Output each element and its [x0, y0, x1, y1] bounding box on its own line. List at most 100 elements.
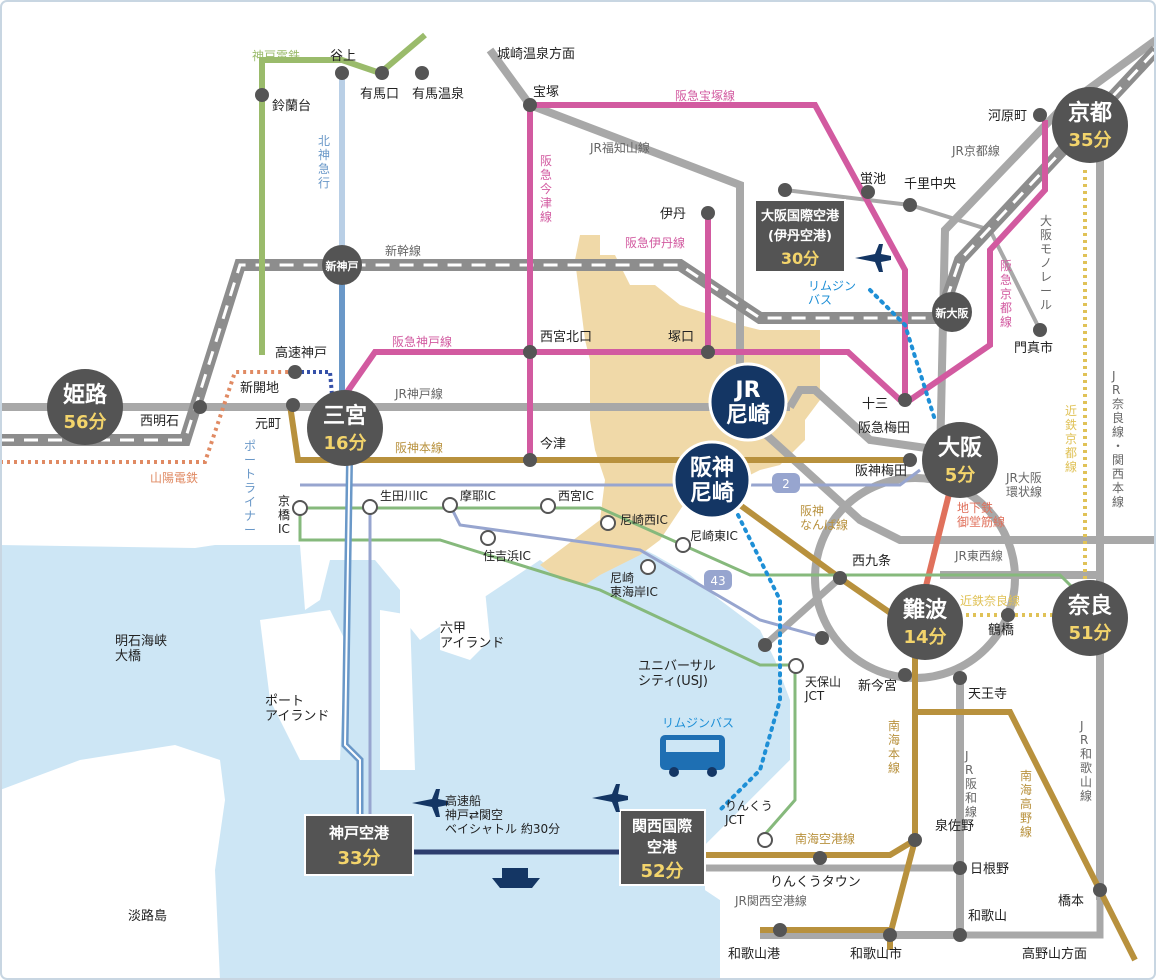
- svg-text:JR関西空港線: JR関西空港線: [734, 893, 807, 908]
- svg-text:JR京都線: JR京都線: [951, 143, 1000, 158]
- hub-osaka[interactable]: 大阪 5分: [922, 422, 998, 498]
- svg-text:リムジンバス: リムジンバス: [808, 279, 856, 307]
- place-labels: 六甲アイランド ポートアイランド ユニバーサルシティ(USJ) 明石海峡大橋 淡…: [115, 621, 716, 924]
- awaji-island-shape: [0, 745, 225, 980]
- hub-nara[interactable]: 奈良 51分: [1052, 580, 1128, 656]
- svg-text:56分: 56分: [63, 412, 106, 433]
- svg-text:有馬温泉: 有馬温泉: [412, 86, 464, 102]
- svg-text:尼崎西IC: 尼崎西IC: [620, 513, 668, 527]
- expressway-green-3: [758, 670, 797, 841]
- hub-shinosaka[interactable]: 新大阪: [932, 292, 972, 332]
- svg-text:空港: 空港: [647, 838, 678, 856]
- hub-jr-amagasaki[interactable]: JR 尼崎: [708, 362, 788, 442]
- hub-namba[interactable]: 難波 14分: [887, 584, 963, 660]
- airplane-icon: [592, 784, 628, 812]
- svg-text:阪急神戸線: 阪急神戸線: [392, 334, 452, 349]
- svg-text:天王寺: 天王寺: [968, 687, 1007, 702]
- svg-text:30分: 30分: [781, 249, 819, 268]
- svg-text:JR大阪環状線: JR大阪環状線: [1005, 471, 1042, 499]
- hub-kyoto[interactable]: 京都 35分: [1052, 87, 1128, 163]
- ship-icon: [492, 868, 540, 888]
- svg-text:ポートアイランド: ポートアイランド: [265, 694, 329, 724]
- svg-text:河原町: 河原町: [988, 109, 1027, 124]
- sanyo-line: [0, 370, 290, 464]
- jr-yodo-gray: [988, 229, 1042, 331]
- limousine-bus-kansai: [718, 513, 782, 812]
- svg-text:ユニバーサルシティ(USJ): ユニバーサルシティ(USJ): [638, 659, 716, 689]
- svg-text:51分: 51分: [1068, 623, 1111, 644]
- svg-text:西明石: 西明石: [140, 414, 179, 429]
- svg-text:阪急今津線: 阪急今津線: [540, 154, 552, 224]
- svg-text:淡路島: 淡路島: [128, 908, 167, 924]
- svg-text:泉佐野: 泉佐野: [935, 818, 974, 834]
- ic-labels: 生田川IC 摩耶IC 西宮IC 住吉浜IC 尼崎西IC 尼崎東IC 尼崎東海岸I…: [278, 488, 841, 827]
- airplane-icon: [855, 244, 891, 272]
- svg-text:5分: 5分: [945, 465, 976, 486]
- svg-text:リムジンバス: リムジンバス: [662, 716, 734, 730]
- svg-text:2: 2: [782, 477, 790, 491]
- svg-text:ポートライナー: ポートライナー: [244, 439, 256, 537]
- svg-text:35分: 35分: [1068, 130, 1111, 151]
- svg-text:阪神梅田: 阪神梅田: [855, 464, 907, 479]
- svg-text:難波: 難波: [903, 597, 948, 623]
- svg-text:高速船神戸⇄関空ベイシャトル 約30分: 高速船神戸⇄関空ベイシャトル 約30分: [445, 793, 560, 836]
- svg-text:谷上: 谷上: [330, 49, 356, 64]
- svg-text:南海本線: 南海本線: [888, 718, 900, 775]
- svg-text:地下鉄御堂筋線: 地下鉄御堂筋線: [957, 500, 1005, 529]
- hub-himeji[interactable]: 姫路 56分: [47, 369, 123, 445]
- airport-kansai[interactable]: 関西国際 空港 52分: [619, 809, 706, 886]
- svg-text:JR: JR: [733, 378, 760, 403]
- svg-text:新神戸: 新神戸: [326, 259, 359, 273]
- svg-text:阪急宝塚線: 阪急宝塚線: [675, 88, 735, 103]
- station-labels: 谷上 有馬口 有馬温泉 鈴蘭台 城崎温泉方面 宝塚 伊丹 蛍池 千里中央 河原町…: [140, 46, 1087, 962]
- svg-text:橋本: 橋本: [1058, 894, 1084, 909]
- hub-hanshin-amagasaki[interactable]: 阪神 尼崎: [672, 440, 752, 520]
- svg-text:新幹線: 新幹線: [385, 243, 421, 258]
- nankai-main-line: [705, 630, 918, 858]
- airport-itami[interactable]: 大阪国際空港 (伊丹空港) 30分: [754, 199, 846, 273]
- hankyu-takarazuka-line: [530, 102, 908, 400]
- rokko-island-shape: [440, 590, 490, 660]
- jr-wakayama-line: [960, 900, 1104, 939]
- expressway-blue-1: [300, 468, 921, 487]
- hub-sannomiya[interactable]: 三宮 16分: [307, 390, 383, 466]
- svg-text:高野山方面: 高野山方面: [1022, 946, 1087, 962]
- svg-text:新大阪: 新大阪: [936, 306, 970, 320]
- svg-text:関西国際: 関西国際: [632, 817, 693, 835]
- line-labels: 神戸電鉄 北神急行 JR福知山線 阪急宝塚線 阪急今津線 阪急伊丹線 JR京都線…: [150, 48, 1124, 908]
- port-liner-line-inner: [343, 429, 361, 820]
- svg-text:14分: 14分: [903, 627, 946, 648]
- port-island-shape: [260, 610, 345, 760]
- jr-yumesaki-line: [762, 575, 843, 648]
- svg-text:奈良: 奈良: [1067, 593, 1112, 619]
- svg-text:伊丹: 伊丹: [660, 207, 686, 222]
- ic-dots: [292, 497, 804, 848]
- svg-text:大阪: 大阪: [938, 436, 982, 461]
- svg-text:和歌山港: 和歌山港: [728, 947, 780, 962]
- svg-text:新今宮: 新今宮: [858, 678, 897, 694]
- svg-text:姫路: 姫路: [63, 382, 108, 408]
- route-labels: リムジンバス リムジンバス 高速船神戸⇄関空ベイシャトル 約30分: [445, 279, 856, 836]
- svg-text:43: 43: [710, 574, 725, 588]
- svg-text:和歌山市: 和歌山市: [850, 946, 902, 962]
- svg-text:JR東西線: JR東西線: [954, 548, 1003, 563]
- station-dots: [193, 66, 1107, 942]
- svg-text:神戸電鉄: 神戸電鉄: [252, 48, 300, 63]
- bus-icon: [660, 735, 725, 777]
- hub-shinkobe[interactable]: 新神戸: [322, 245, 362, 285]
- svg-text:JR福知山線: JR福知山線: [589, 140, 650, 155]
- svg-text:六甲アイランド: 六甲アイランド: [440, 621, 504, 651]
- nankai-koya-line: [915, 709, 1138, 962]
- svg-text:高速神戸: 高速神戸: [275, 345, 327, 361]
- expressway-green-2: [298, 508, 800, 667]
- svg-text:阪神本線: 阪神本線: [395, 440, 443, 455]
- airport-kobe[interactable]: 神戸空港 33分: [304, 814, 414, 876]
- svg-text:近鉄奈良線: 近鉄奈良線: [960, 593, 1020, 608]
- svg-text:北神急行: 北神急行: [318, 134, 330, 190]
- svg-text:京都: 京都: [1068, 100, 1112, 126]
